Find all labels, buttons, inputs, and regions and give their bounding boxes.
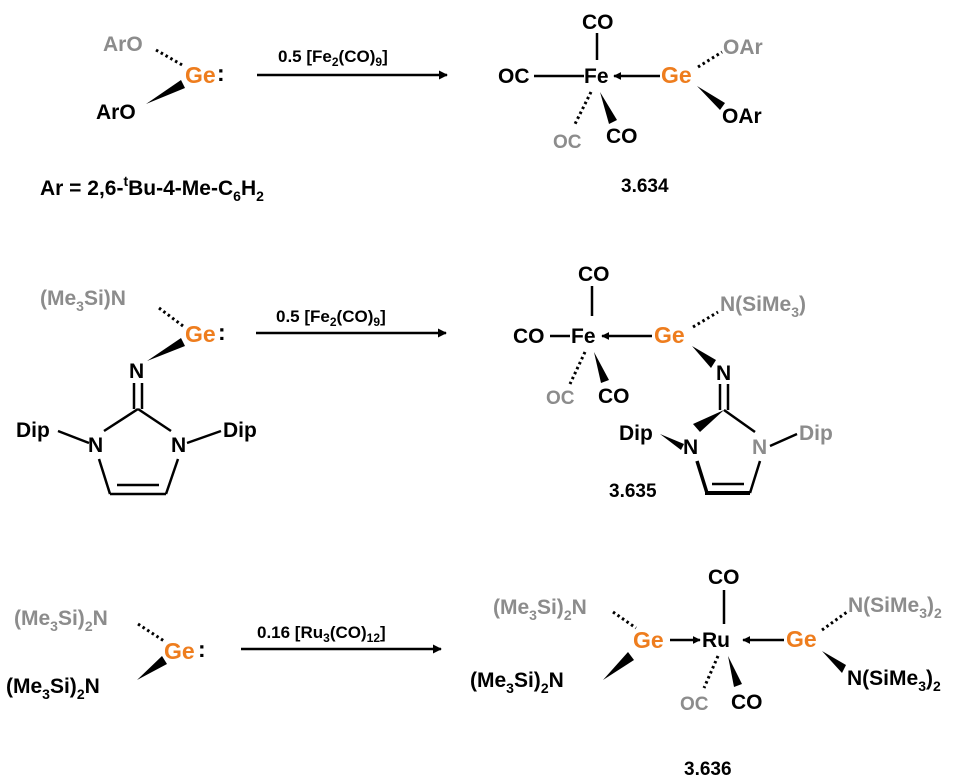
hash-bond	[158, 306, 184, 328]
ge-atom: Ge	[654, 322, 685, 348]
co-lower: CO	[606, 125, 638, 148]
co-lower: CO	[598, 385, 630, 408]
wedge-bond-co	[594, 352, 609, 383]
ring-bond-n3-c4	[748, 460, 762, 494]
wedge-bond-n	[147, 338, 185, 361]
hash-bond	[155, 48, 185, 68]
ge-left: Ge	[633, 627, 664, 653]
oar-lower: OAr	[722, 105, 762, 128]
ge-atom: Ge	[185, 321, 216, 347]
ring-bond-n1-c5	[695, 460, 709, 494]
lone-pair: :	[198, 636, 206, 662]
ring-n3: N	[752, 436, 767, 459]
product-3-634: CO OC Fe Ge OAr OAr OC CO 3.634	[498, 11, 763, 197]
hash-bond-oc	[702, 655, 720, 689]
amide-upper: (Me3Si)2N	[14, 607, 108, 634]
amide-label: (Me3Si)N	[40, 287, 126, 314]
ring-wedge-c2-n1	[693, 410, 724, 432]
hash-bond-amide	[692, 310, 719, 329]
imine-n: N	[716, 362, 731, 385]
co-top: CO	[578, 263, 610, 286]
amide-label: N(SiMe3)	[720, 293, 806, 320]
dip-left-bond	[57, 429, 90, 445]
ring-bond-c2-n3	[723, 408, 756, 434]
co-lower: CO	[731, 691, 763, 714]
oc-lower: OC	[546, 388, 575, 409]
product-3-635: CO CO Fe Ge N(SiMe3) N N N Dip Dip	[513, 263, 833, 502]
co-left: CO	[513, 325, 545, 348]
wedge-bond-co	[728, 656, 742, 687]
ge-atom: Ge	[164, 638, 195, 664]
reaction-2: (Me3Si)N Ge : N N N Dip Dip 0.5 [Fe2(CO)…	[16, 263, 833, 502]
reaction-arrow-3: 0.16 [Ru3(CO)12]	[241, 623, 442, 654]
amide-ur: N(SiMe3)2	[848, 594, 942, 621]
dip-left: Dip	[619, 422, 653, 445]
dip-left-wedge	[660, 434, 684, 450]
dip-right-bond	[769, 432, 798, 448]
hash-bond-ul	[612, 610, 637, 630]
amide-lower: (Me3Si)2N	[6, 675, 100, 702]
oc-lower: OC	[680, 694, 709, 715]
wedge-bond-lr	[822, 651, 846, 673]
oc-left: OC	[498, 65, 530, 88]
ring-n1: N	[683, 436, 698, 459]
compound-label: 3.636	[684, 759, 732, 780]
lone-pair: :	[217, 60, 225, 86]
reagent-label: 0.5 [Fe2(CO)9]	[278, 47, 388, 69]
reagent-label: 0.16 [Ru3(CO)12]	[257, 623, 386, 645]
wedge-bond-co	[600, 92, 617, 124]
dip-left: Dip	[16, 419, 50, 442]
reagent-label: 0.5 [Fe2(CO)9]	[276, 307, 386, 329]
compound-label: 3.635	[609, 481, 657, 502]
germylene-imidazolin-imine: (Me3Si)N Ge : N N N Dip Dip	[16, 287, 257, 496]
oc-lower: OC	[553, 132, 582, 153]
ring-bond-c2-n1	[103, 407, 139, 433]
ring-n1: N	[88, 434, 103, 457]
reaction-arrow-1: 0.5 [Fe2(CO)9]	[257, 47, 448, 80]
hash-bond	[137, 622, 165, 643]
germylene-bis-amide: (Me3Si)2N Ge : (Me3Si)2N	[6, 607, 206, 702]
hash-bond-oc	[573, 91, 593, 125]
ar-definition: Ar = 2,6-tBu-4-Me-C6H2	[40, 173, 264, 204]
aro-upper: ArO	[103, 33, 143, 56]
ring-bond-c2-n3	[137, 407, 172, 433]
ge-right: Ge	[786, 626, 817, 652]
germylene-aryloxide: ArO ArO Ge :	[96, 33, 225, 124]
wedge-bond-oar	[697, 86, 725, 110]
ru-atom: Ru	[702, 629, 730, 652]
compound-label: 3.634	[621, 176, 669, 197]
product-3-636: (Me3Si)2N (Me3Si)2N Ge Ru Ge CO N(SiMe3)…	[470, 566, 942, 780]
co-top: CO	[708, 566, 740, 589]
hash-bond-oc	[568, 351, 587, 385]
fe-atom: Fe	[571, 325, 596, 348]
co-top: CO	[582, 11, 614, 34]
aro-lower: ArO	[96, 101, 136, 124]
dip-right: Dip	[223, 419, 257, 442]
imine-n: N	[129, 360, 144, 383]
dip-right: Dip	[799, 422, 833, 445]
fe-atom: Fe	[584, 65, 609, 88]
wedge-bond	[146, 80, 185, 104]
reaction-3: (Me3Si)2N Ge : (Me3Si)2N 0.16 [Ru3(CO)12…	[6, 566, 942, 780]
lone-pair: :	[218, 319, 226, 345]
ring-n3: N	[171, 434, 186, 457]
hash-bond-ur	[821, 610, 848, 632]
amide-lr: N(SiMe3)2	[847, 667, 941, 694]
dip-right-bond	[186, 429, 222, 445]
amide-ul: (Me3Si)2N	[493, 596, 587, 623]
ring-bond-n3-c4	[164, 458, 180, 495]
ge-atom: Ge	[661, 62, 692, 88]
wedge-bond-ll	[603, 652, 634, 680]
oar-upper: OAr	[723, 36, 763, 59]
ring-bond-n1-c5	[97, 458, 112, 495]
amide-ll: (Me3Si)2N	[470, 669, 564, 696]
reaction-1: ArO ArO Ge : 0.5 [Fe2(CO)9] Ar = 2,6-tBu…	[40, 11, 763, 204]
wedge-bond-n	[692, 346, 716, 368]
reaction-arrow-2: 0.5 [Fe2(CO)9]	[256, 307, 447, 338]
hash-bond-oar	[697, 50, 723, 69]
ge-atom: Ge	[185, 62, 216, 88]
wedge-bond	[137, 656, 167, 680]
